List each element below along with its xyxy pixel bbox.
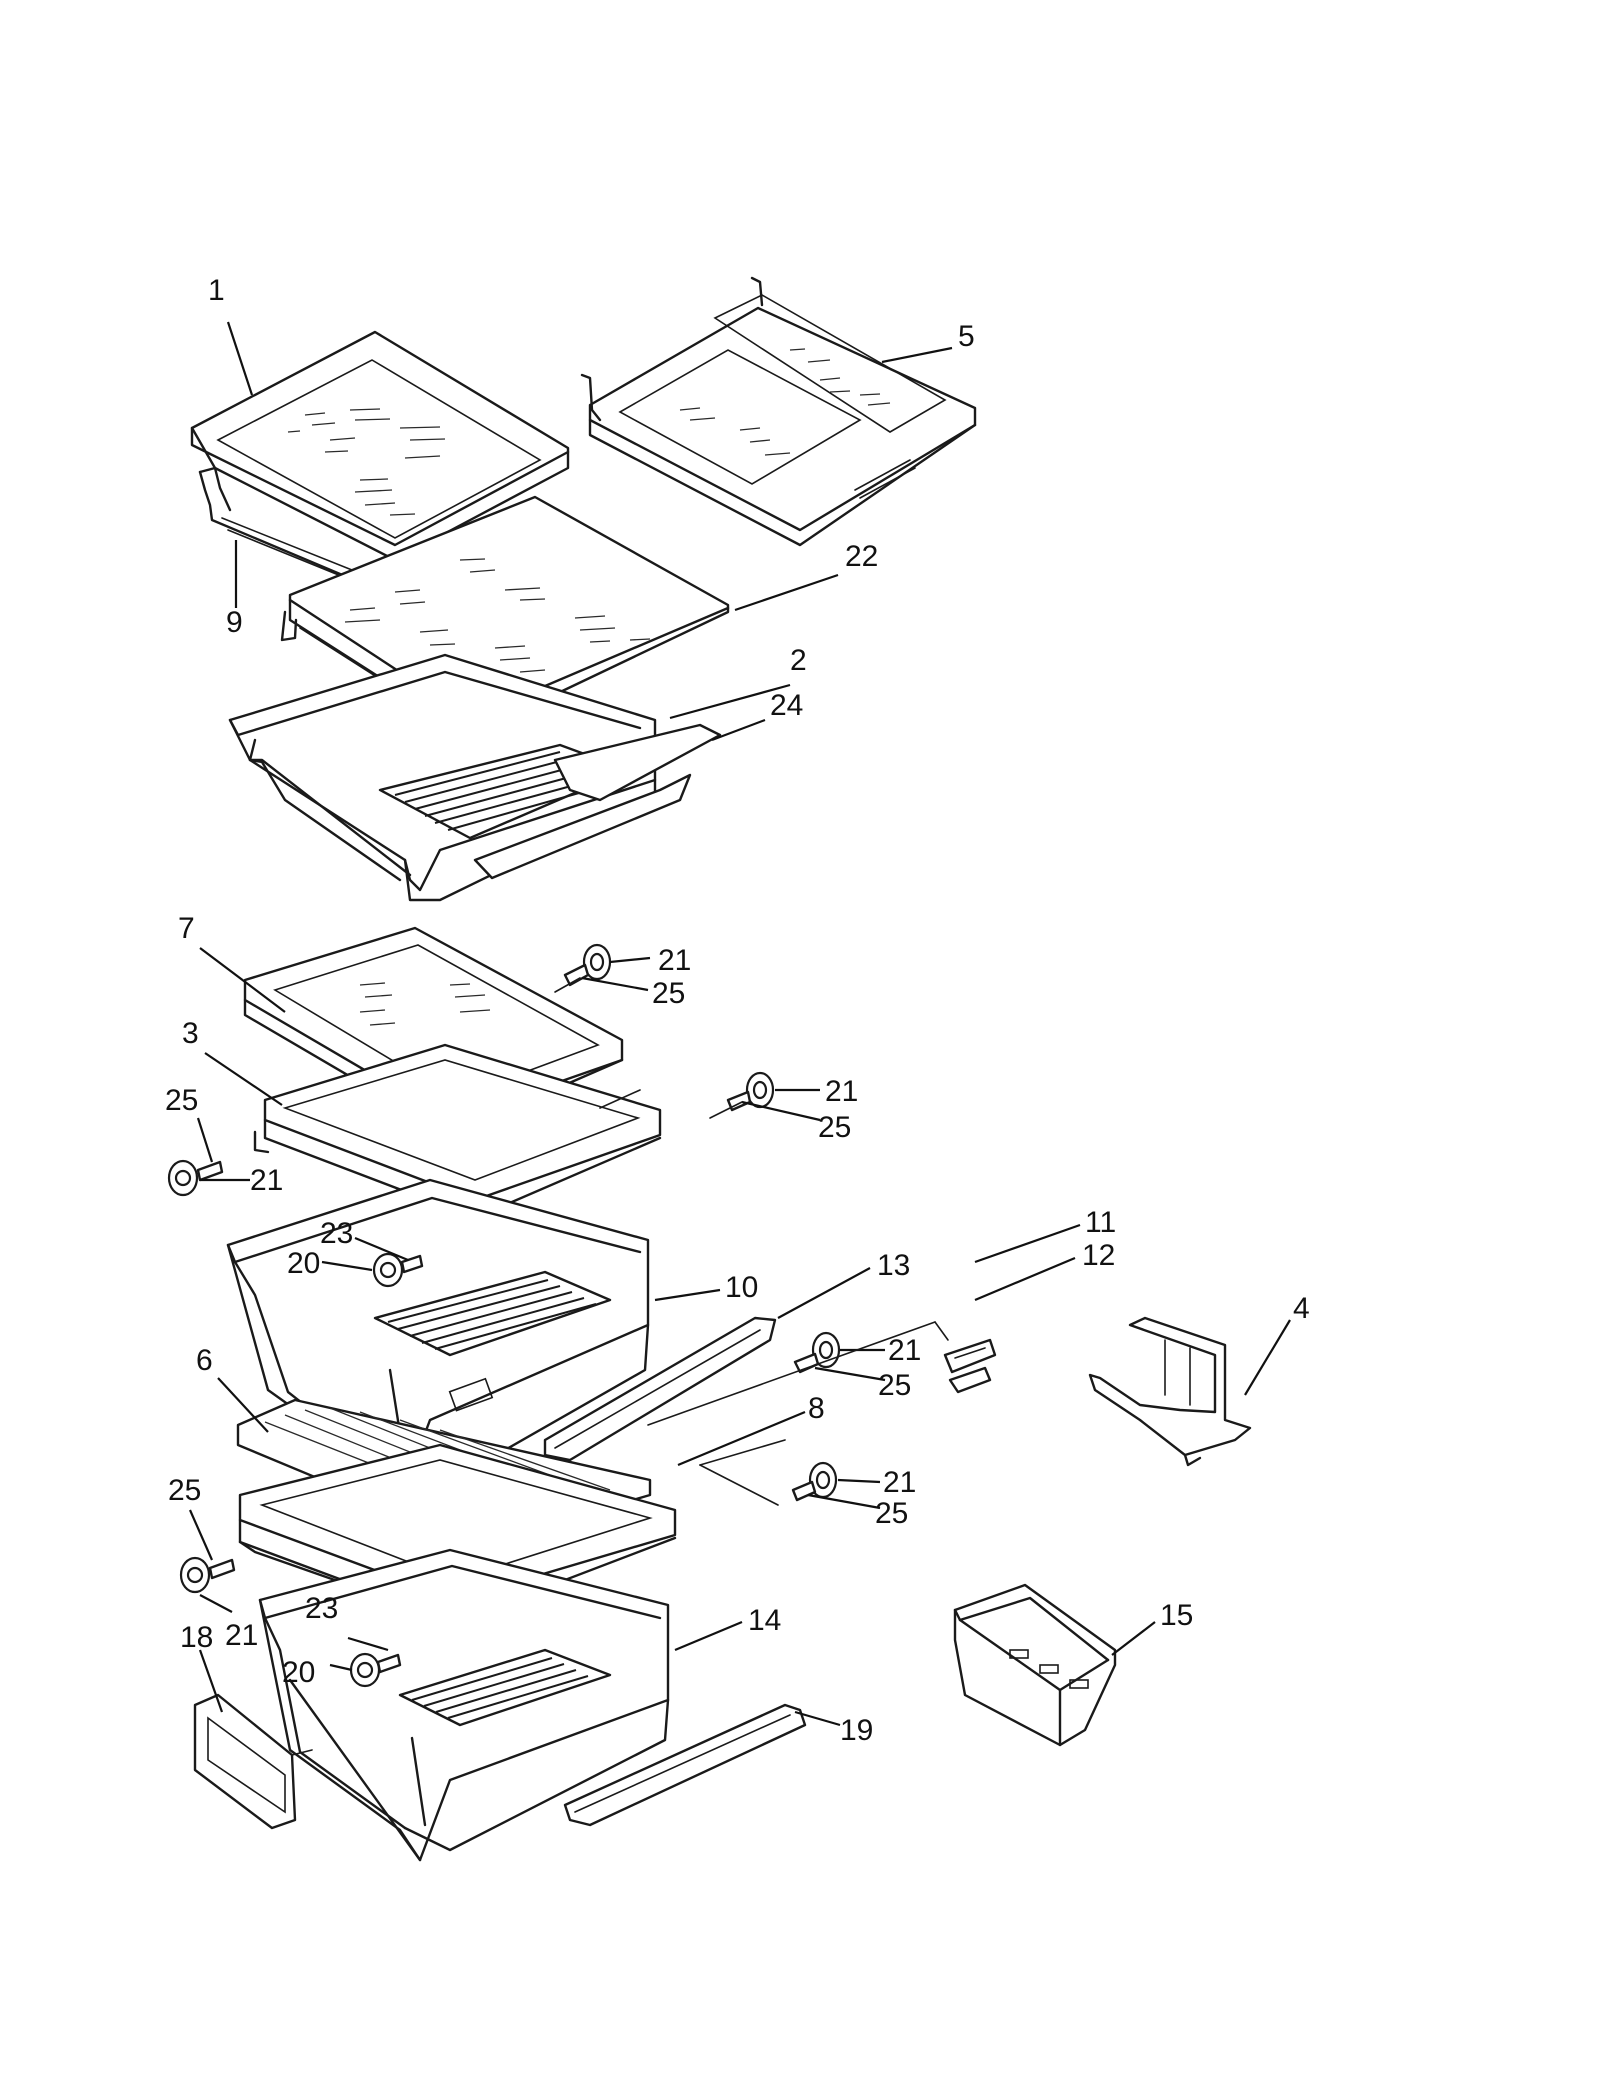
callout-7: 7 — [178, 912, 195, 945]
callout-21: 21 — [888, 1334, 921, 1367]
callout-18: 18 — [180, 1621, 213, 1654]
label-plate-part — [193, 1693, 313, 1830]
callout-14: 14 — [748, 1604, 781, 1637]
callout-labels: 1 5 9 22 2 24 7 21 25 3 21 25 25 21 23 2… — [165, 274, 1310, 1747]
callout-13: 13 — [877, 1249, 910, 1282]
drawer-trim-part — [543, 1316, 777, 1462]
crisper-drawer-part — [228, 653, 722, 902]
callout-24: 24 — [770, 689, 803, 722]
callout-3: 3 — [182, 1017, 199, 1050]
leader-lines — [188, 321, 1291, 1727]
callout-5: 5 — [958, 320, 975, 353]
callout-25: 25 — [168, 1474, 201, 1507]
callout-4: 4 — [1293, 1292, 1310, 1325]
callout-21: 21 — [250, 1164, 283, 1197]
callout-25: 25 — [818, 1111, 851, 1144]
callout-2: 2 — [790, 644, 807, 677]
callout-12: 12 — [1082, 1239, 1115, 1272]
callout-25: 25 — [652, 977, 685, 1010]
bracket-part — [1088, 1316, 1252, 1467]
callout-25: 25 — [878, 1369, 911, 1402]
bottom-crisper-drawer-part — [258, 1548, 670, 1862]
callout-19: 19 — [840, 1714, 873, 1747]
callout-21: 21 — [658, 944, 691, 977]
callout-23: 23 — [305, 1592, 338, 1625]
storage-bin-part — [953, 1583, 1117, 1747]
callout-11: 11 — [1085, 1206, 1116, 1239]
callout-23: 23 — [320, 1217, 353, 1250]
callout-25: 25 — [165, 1084, 198, 1117]
glass-shelf-part — [190, 330, 570, 562]
bottom-drawer-trim-part — [563, 1703, 807, 1827]
callout-9: 9 — [226, 606, 243, 639]
clip-part — [943, 1338, 997, 1394]
callout-20: 20 — [282, 1656, 315, 1689]
callout-1: 1 — [208, 274, 225, 307]
callout-25: 25 — [875, 1497, 908, 1530]
callout-22: 22 — [845, 540, 878, 573]
double-glass-shelf-part — [580, 276, 977, 547]
callout-21: 21 — [883, 1466, 916, 1499]
middle-shelf-frame-part — [253, 1043, 662, 1220]
callout-6: 6 — [196, 1344, 213, 1377]
callout-21: 21 — [225, 1619, 258, 1652]
callout-10: 10 — [725, 1271, 758, 1304]
callout-20: 20 — [287, 1247, 320, 1280]
callout-8: 8 — [808, 1392, 825, 1425]
callout-21: 21 — [825, 1075, 858, 1108]
callout-15: 15 — [1160, 1599, 1193, 1632]
